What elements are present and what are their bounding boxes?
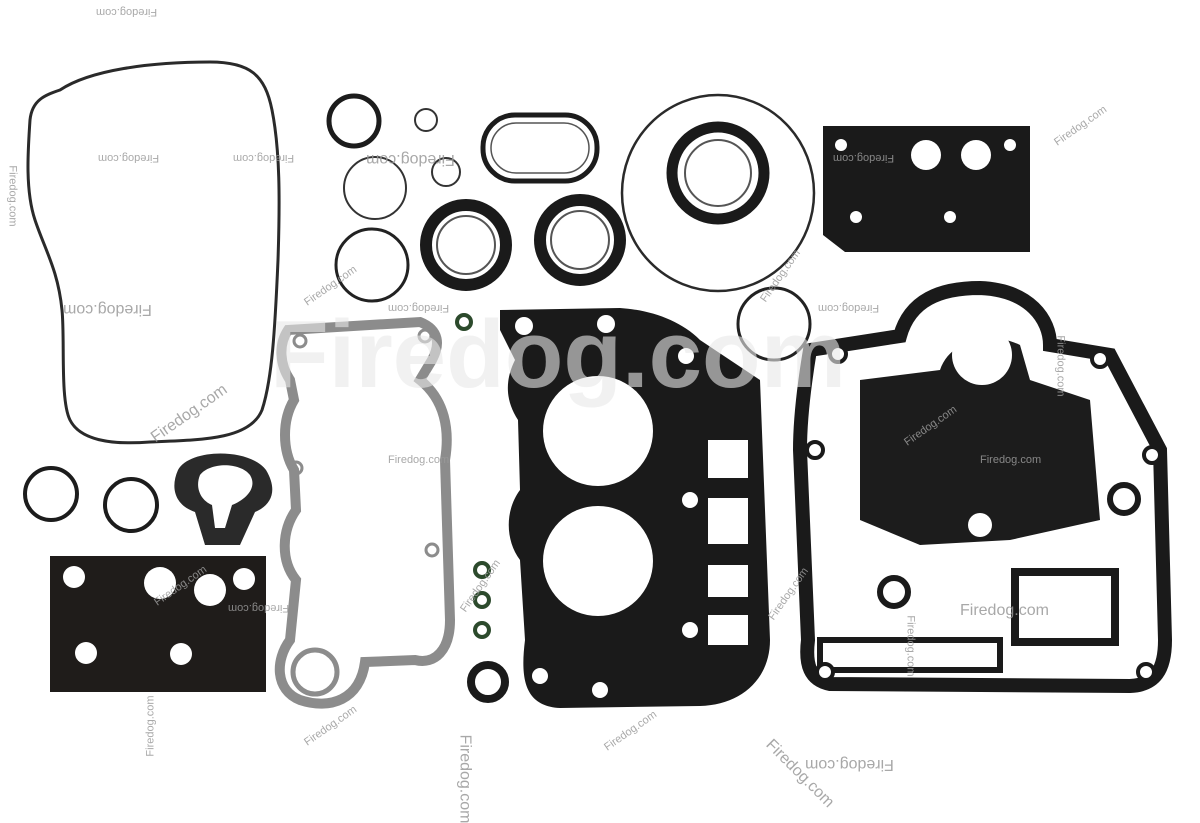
gray-exhaust-gasket	[274, 316, 456, 709]
o-ring-4	[431, 157, 461, 187]
watermark: Firedog.com	[960, 602, 1049, 619]
watermark-large: Firedog.com	[270, 301, 847, 408]
o-ring-5	[334, 227, 410, 303]
watermark: Firedog.com	[233, 152, 295, 164]
oil-seal-2	[534, 194, 626, 286]
oil-seal-3	[666, 121, 770, 225]
oil-seal-1	[420, 199, 512, 291]
watermark: Firedog.com	[818, 302, 880, 314]
watermark: Firedog.com	[96, 6, 158, 18]
watermark: Firedog.com	[63, 301, 152, 318]
large-outline-gasket	[26, 60, 281, 445]
o-ring-7	[23, 466, 79, 522]
o-ring-8	[103, 477, 159, 533]
watermark: Firedog.com	[833, 152, 895, 164]
oval-gasket	[480, 112, 600, 184]
watermark: Firedog.com	[228, 602, 290, 614]
watermark: Firedog.com	[456, 734, 474, 823]
watermark: Firedog.com	[6, 165, 19, 227]
lower-casing-gasket	[792, 280, 1173, 694]
o-ring-2	[414, 108, 438, 132]
watermark: Firedog.com	[144, 695, 157, 757]
gasket-kit-photo	[23, 60, 1173, 709]
watermark: Firedog.com	[805, 756, 894, 773]
large-thin-ring	[620, 93, 816, 293]
watermark: Firedog.com	[98, 152, 160, 164]
small-seal	[467, 661, 509, 703]
watermark: Firedog.com	[366, 151, 455, 168]
o-ring-1	[326, 93, 382, 149]
watermark: Firedog.com	[1054, 335, 1067, 397]
watermark: Firedog.com	[904, 615, 917, 677]
o-ring-6	[736, 286, 812, 362]
watermark: Firedog.com	[388, 454, 450, 466]
watermark: Firedog.com	[980, 454, 1042, 466]
o-ring-3	[343, 156, 407, 220]
photo-stage: Firedog.com Firedog.com Firedog.com Fire…	[6, 6, 1173, 823]
watermark: Firedog.com	[388, 302, 450, 314]
